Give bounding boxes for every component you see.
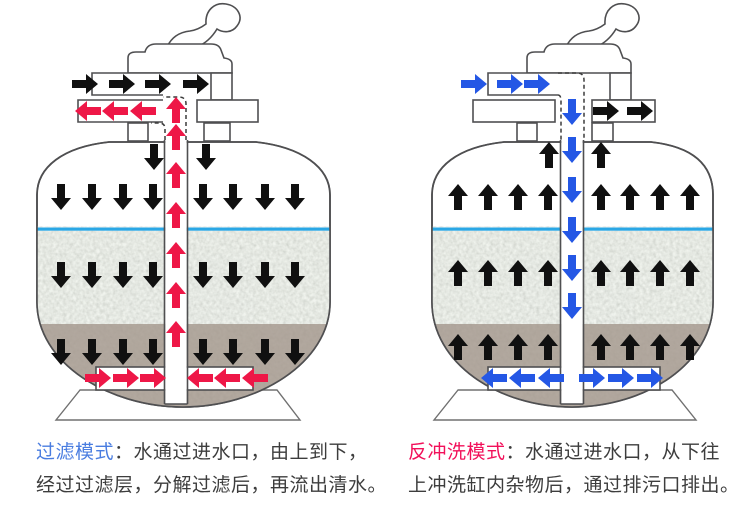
- backwash-diagram: [431, 2, 714, 421]
- internal-passage-dashed: [558, 72, 585, 140]
- backwash-caption-line1: ：水通过进水口，从下往: [505, 442, 721, 463]
- filtration-caption-line1: ：水通过进水口，由上到下，: [114, 442, 368, 463]
- backwash-caption-line2: 上冲洗缸内杂物后，通过排污口排出。: [408, 475, 740, 496]
- backwash-mode-label: 反冲洗模式: [408, 442, 506, 463]
- internal-passage-dashed: [163, 96, 187, 140]
- internal-passage-dashed: [557, 94, 562, 140]
- filtration-mode-label: 过滤模式: [36, 442, 115, 463]
- center-pipe: [163, 140, 189, 405]
- neck-step-left: [516, 122, 538, 142]
- filtration-diagram: [36, 2, 331, 421]
- backwash-caption: 反冲洗模式：水通过进水口，从下往 上冲洗缸内杂物后，通过排污口排出。: [408, 436, 740, 502]
- internal-passage-dashed: [151, 122, 166, 140]
- side-port: [196, 99, 259, 123]
- neck-step-left: [127, 122, 149, 142]
- neck-step-right: [591, 122, 614, 142]
- filtration-caption: 过滤模式：水通过进水口，由上到下， 经过过滤层，分解过滤后，再流出清水。: [36, 436, 387, 502]
- neck-step-right: [203, 122, 231, 142]
- closed-port: [472, 99, 556, 123]
- filtration-caption-line2: 经过过滤层，分解过滤后，再流出清水。: [36, 475, 388, 496]
- filter-diagrams-canvas: [36, 2, 714, 421]
